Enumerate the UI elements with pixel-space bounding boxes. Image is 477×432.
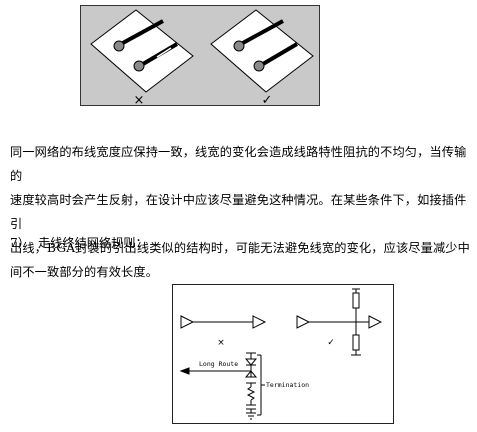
termination-figure: × ✓ Long Route <box>172 284 394 424</box>
termination-diagram: × ✓ Long Route <box>179 288 383 420</box>
right-mark: ✓ <box>262 93 273 107</box>
rule-heading: 7） 走线终结网络规则： <box>10 235 148 251</box>
long-route-arrow <box>179 367 251 375</box>
paragraph-line-2: 速度较高时会产生反射，在设计中应该尽量避免这种情况。在某些条件下，如接插件引 <box>10 193 467 231</box>
wrong-mark: × <box>134 93 145 107</box>
right-mark-bottom: ✓ <box>327 338 335 348</box>
termination-network <box>244 352 265 420</box>
body-paragraph: 同一网络的布线宽度应保持一致，线宽的变化会造成线路特性阻抗的不均匀，当传输的 速… <box>10 140 472 284</box>
left-panel-diamond <box>90 9 194 93</box>
right-panel-diamond <box>210 9 314 93</box>
right-via-upper <box>233 19 284 52</box>
long-route-label: Long Route <box>199 360 238 368</box>
paragraph-line-1: 同一网络的布线宽度应保持一致，线宽的变化会造成线路特性阻抗的不均匀，当传输的 <box>10 145 467 183</box>
termination-label: Termination <box>266 381 309 389</box>
wrong-route-line <box>180 315 267 329</box>
paragraph-line-3: 出线，BGA封装的引出线类似的结构时，可能无法避免线宽的变化，应该尽量减少中 <box>10 241 470 255</box>
rule-number: 7） <box>10 236 30 250</box>
left-via-upper <box>113 19 164 52</box>
right-via-lower <box>253 42 299 72</box>
rule-text: 走线终结网络规则： <box>38 236 148 250</box>
trace-width-diagram: × ✓ <box>90 9 314 107</box>
right-route-line <box>296 288 383 356</box>
paragraph-line-4: 间不一致部分的有效长度。 <box>10 265 159 279</box>
trace-width-figure: × ✓ <box>80 5 320 107</box>
wrong-mark-bottom: × <box>217 338 225 348</box>
left-via-lower <box>133 42 179 72</box>
